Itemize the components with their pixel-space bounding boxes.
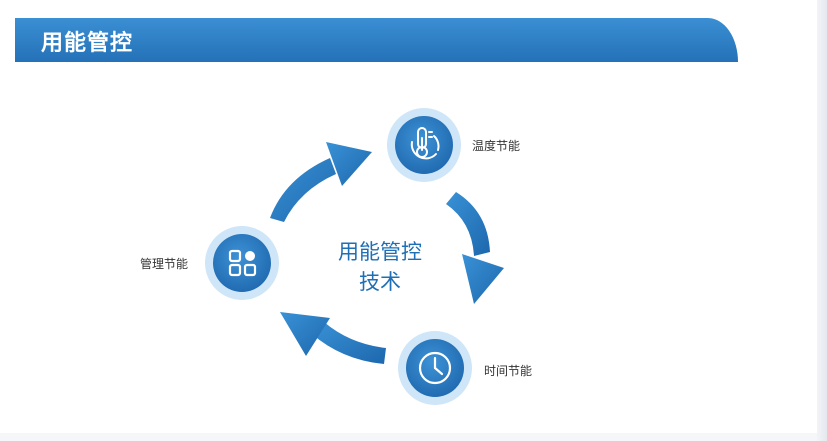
thermometer-icon [410,127,440,160]
label-temperature: 温度节能 [472,139,521,153]
arrow-to-temperature [270,142,372,222]
header-bar: 用能管控 [15,18,738,62]
center-title-line2: 技术 [359,270,401,294]
label-management: 管理节能 [140,257,189,271]
node-temperature [387,108,461,182]
cycle-diagram [205,108,504,405]
bottom-edge [0,433,817,441]
header-title: 用能管控 [41,31,134,56]
center-title-line1: 用能管控 [338,240,422,264]
arrow-to-management [280,312,386,364]
label-time: 时间节能 [484,364,533,378]
node-time [398,331,472,405]
right-scroll-edge [817,0,827,441]
grid-icon [228,249,257,277]
center-title: 用能管控 技术 [320,237,440,297]
clock-icon [418,351,452,385]
arrow-to-time [446,192,504,304]
node-management [205,226,279,300]
